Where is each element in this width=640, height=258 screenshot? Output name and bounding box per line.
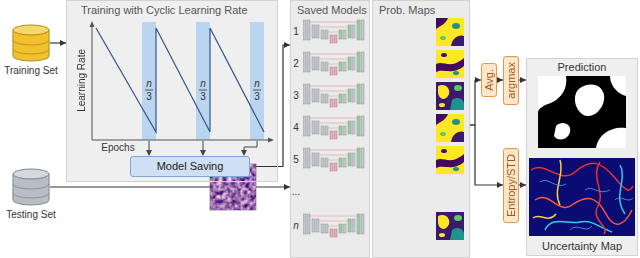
cylinder-shape [12, 24, 50, 62]
fraction-numerator: n [254, 79, 260, 89]
uncertainty-map [540, 180, 566, 185]
axis-label: Learning Rate [76, 49, 87, 112]
learning-rate-chart [90, 21, 95, 27]
cylinder-top [13, 25, 49, 35]
training-panel: Training with Cyclic Learning RateModel … [66, 0, 278, 182]
cylinder-top [13, 169, 49, 179]
uncertainty-map [545, 221, 612, 232]
learning-rate-chart [90, 21, 275, 156]
cylinder-band [13, 40, 49, 54]
uncertainty-map [557, 160, 561, 205]
process-box: Model Saving [130, 156, 250, 177]
uncertainty-map [529, 158, 635, 236]
panel-backgrounds [372, 0, 470, 258]
operation-label: argmax [505, 62, 517, 99]
connector-arrow [50, 42, 66, 43]
learning-rate-chart [268, 138, 274, 143]
connector-arrow [519, 79, 526, 80]
panel-backgrounds [526, 58, 638, 256]
operation-label: Entropy/STD [505, 154, 517, 217]
panel-heading: Saved Models [291, 1, 369, 17]
prediction-mask [538, 76, 566, 112]
prediction-mask [538, 76, 626, 148]
fraction-numerator: n [146, 79, 152, 89]
operation-label: Avg. [483, 69, 495, 91]
panel-heading: Prediction [558, 61, 607, 74]
prediction-mask [596, 128, 626, 148]
uncertainty-map [570, 226, 592, 230]
model-icons [303, 148, 364, 171]
operation-box: Avg. [481, 63, 497, 97]
uncertainty-map [585, 188, 610, 191]
model-number: 5 [293, 155, 299, 165]
connector-arrow [519, 184, 526, 185]
panel-heading: Prob. Maps [373, 1, 469, 17]
fraction-denominator: 3 [146, 92, 152, 102]
models-panel: Saved Models [290, 0, 370, 258]
prediction-mask [610, 76, 626, 96]
fraction-denominator: 3 [200, 92, 206, 102]
learning-rate-chart [196, 22, 210, 140]
output-panel: PredictionUncertainty Map [526, 58, 638, 256]
uncertainty-map [531, 163, 633, 190]
model-icons [303, 20, 364, 43]
model-number: 4 [293, 123, 299, 133]
operation-box: Entropy/STD [503, 148, 519, 223]
panel-heading: Training with Cyclic Learning Rate [67, 1, 277, 17]
learning-rate-chart [149, 141, 257, 151]
probability-maps [436, 18, 464, 240]
model-number: 2 [293, 59, 299, 69]
connector-arrow [470, 125, 503, 185]
model-icons [303, 84, 364, 107]
database-cylinder: Testing Set [12, 168, 50, 206]
prediction-mask [575, 84, 604, 116]
uncertainty-map [615, 198, 633, 200]
model-number: ... [292, 187, 300, 197]
model-number: 3 [293, 91, 299, 101]
probability-maps [436, 82, 464, 110]
learning-rate-chart [92, 26, 270, 140]
prediction-mask [538, 76, 626, 148]
cylinder-band [13, 184, 49, 198]
probability-maps [436, 18, 464, 46]
uncertainty-map [620, 165, 625, 214]
learning-rate-chart [142, 22, 156, 140]
model-icons [303, 20, 364, 237]
fraction-denominator: 3 [254, 92, 260, 102]
fraction-numerator: n [200, 79, 206, 89]
database-cylinder: Training Set [12, 24, 50, 62]
uncertainty-map [533, 214, 556, 218]
probability-maps [436, 212, 464, 240]
probability-maps [436, 114, 464, 142]
learning-rate-chart [96, 28, 264, 132]
probability-maps [436, 50, 464, 78]
learning-rate-chart [145, 90, 261, 91]
cylinder-shape [12, 168, 50, 206]
dataset-label: Training Set [4, 65, 58, 77]
model-icons [303, 214, 364, 237]
axis-label: Epochs [101, 143, 134, 153]
panel-caption: Uncertainty Map [542, 240, 622, 253]
model-icons [303, 52, 364, 75]
dataset-label: Testing Set [6, 209, 55, 221]
uncertainty-map [531, 160, 633, 234]
uncertainty-map [529, 158, 635, 236]
uncertainty-map [535, 198, 632, 225]
uncertainty-map [540, 180, 633, 230]
model-number: 1 [293, 27, 299, 37]
prediction-mask [554, 123, 570, 139]
model-icons [303, 116, 364, 139]
uncertainty-map [596, 162, 605, 234]
model-number: n [293, 221, 299, 231]
maps-panel: Prob. Maps [372, 0, 470, 258]
learning-rate-chart [250, 22, 264, 140]
probability-maps [436, 146, 464, 174]
process-label: Model Saving [139, 160, 241, 173]
connector-arrow [470, 80, 481, 125]
panel-backgrounds [66, 0, 278, 182]
panel-backgrounds [290, 0, 370, 258]
operation-box: argmax [503, 56, 519, 105]
